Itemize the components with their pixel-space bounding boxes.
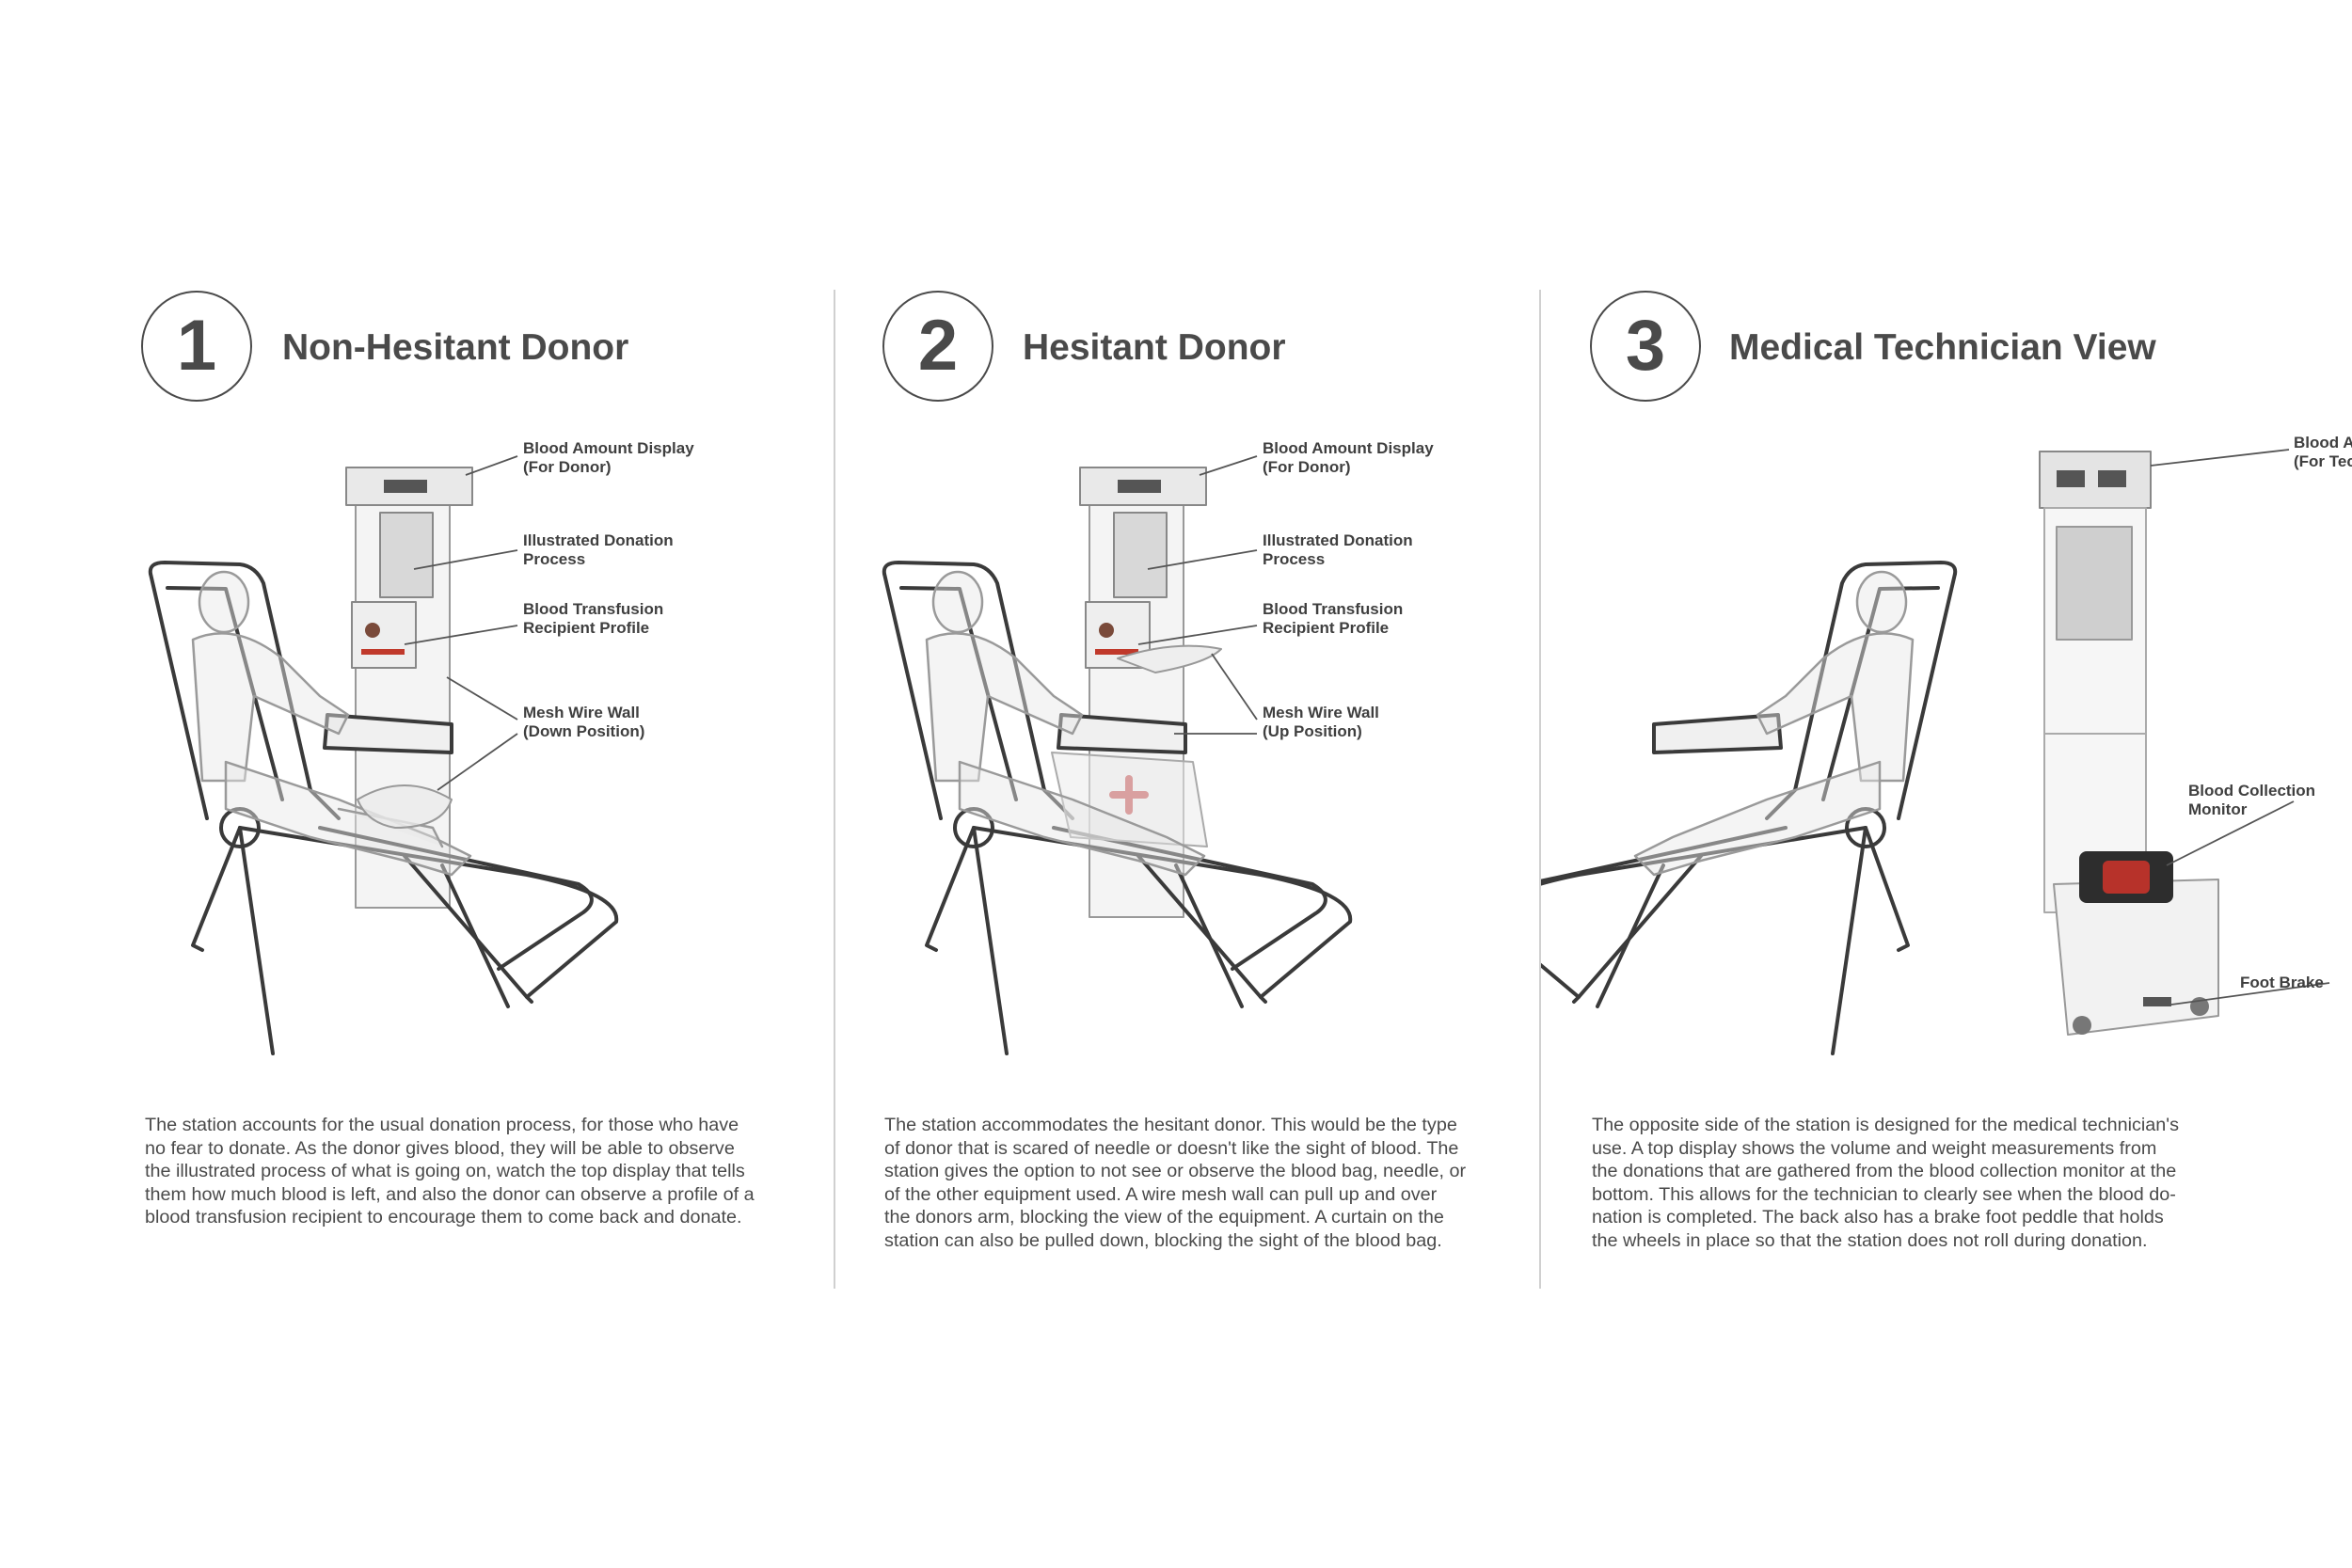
callout-illustrated-donation-process: Illustrated Donation Process [1263,531,1413,568]
callout-blood-amount-display: Blood Amount Display (For Donor) [523,439,694,476]
step-number-circle: 2 [882,291,993,402]
panel-medical-technician-view: 3 Medical Technician View [1541,0,2352,1568]
callout-blood-amount-display-technician: Blood Amount Display (For Technician) [2294,434,2352,470]
panel-divider [834,290,835,1289]
callout-blood-amount-display: Blood Amount Display (For Donor) [1263,439,1434,476]
step-number-circle: 1 [141,291,252,402]
donation-chair-station-illustration [148,455,619,1055]
panel-divider [1539,290,1541,1289]
panel-title: Hesitant Donor [1023,327,1286,368]
panel-description: The station accounts for the usual donat… [145,1115,755,1228]
panel-title: Medical Technician View [1729,327,2156,368]
panel-non-hesitant-donor: 1 Non-Hesitant Donor [0,0,834,1568]
panel-title: Non-Hesitant Donor [282,327,629,368]
callout-blood-collection-monitor: Blood Collection Monitor [2188,782,2316,818]
callout-illustrated-donation-process: Illustrated Donation Process [523,531,674,568]
panel-hesitant-donor: 2 Hesitant Donor [835,0,1539,1568]
callout-mesh-wire-wall: Mesh Wire Wall (Up Position) [1263,704,1379,740]
callout-foot-brake: Foot Brake [2240,974,2324,991]
panel-description: The opposite side of the station is desi… [1592,1115,2179,1251]
callout-mesh-wire-wall: Mesh Wire Wall (Down Position) [523,704,645,740]
donation-chair-station-illustration [882,455,1353,1055]
callout-recipient-profile: Blood Transfusion Recipient Profile [1263,600,1404,637]
callout-recipient-profile: Blood Transfusion Recipient Profile [523,600,664,637]
technician-side-station-illustration [1541,449,2330,1055]
panel-description: The station accommodates the hesitant do… [884,1115,1467,1251]
step-number-circle: 3 [1590,291,1701,402]
